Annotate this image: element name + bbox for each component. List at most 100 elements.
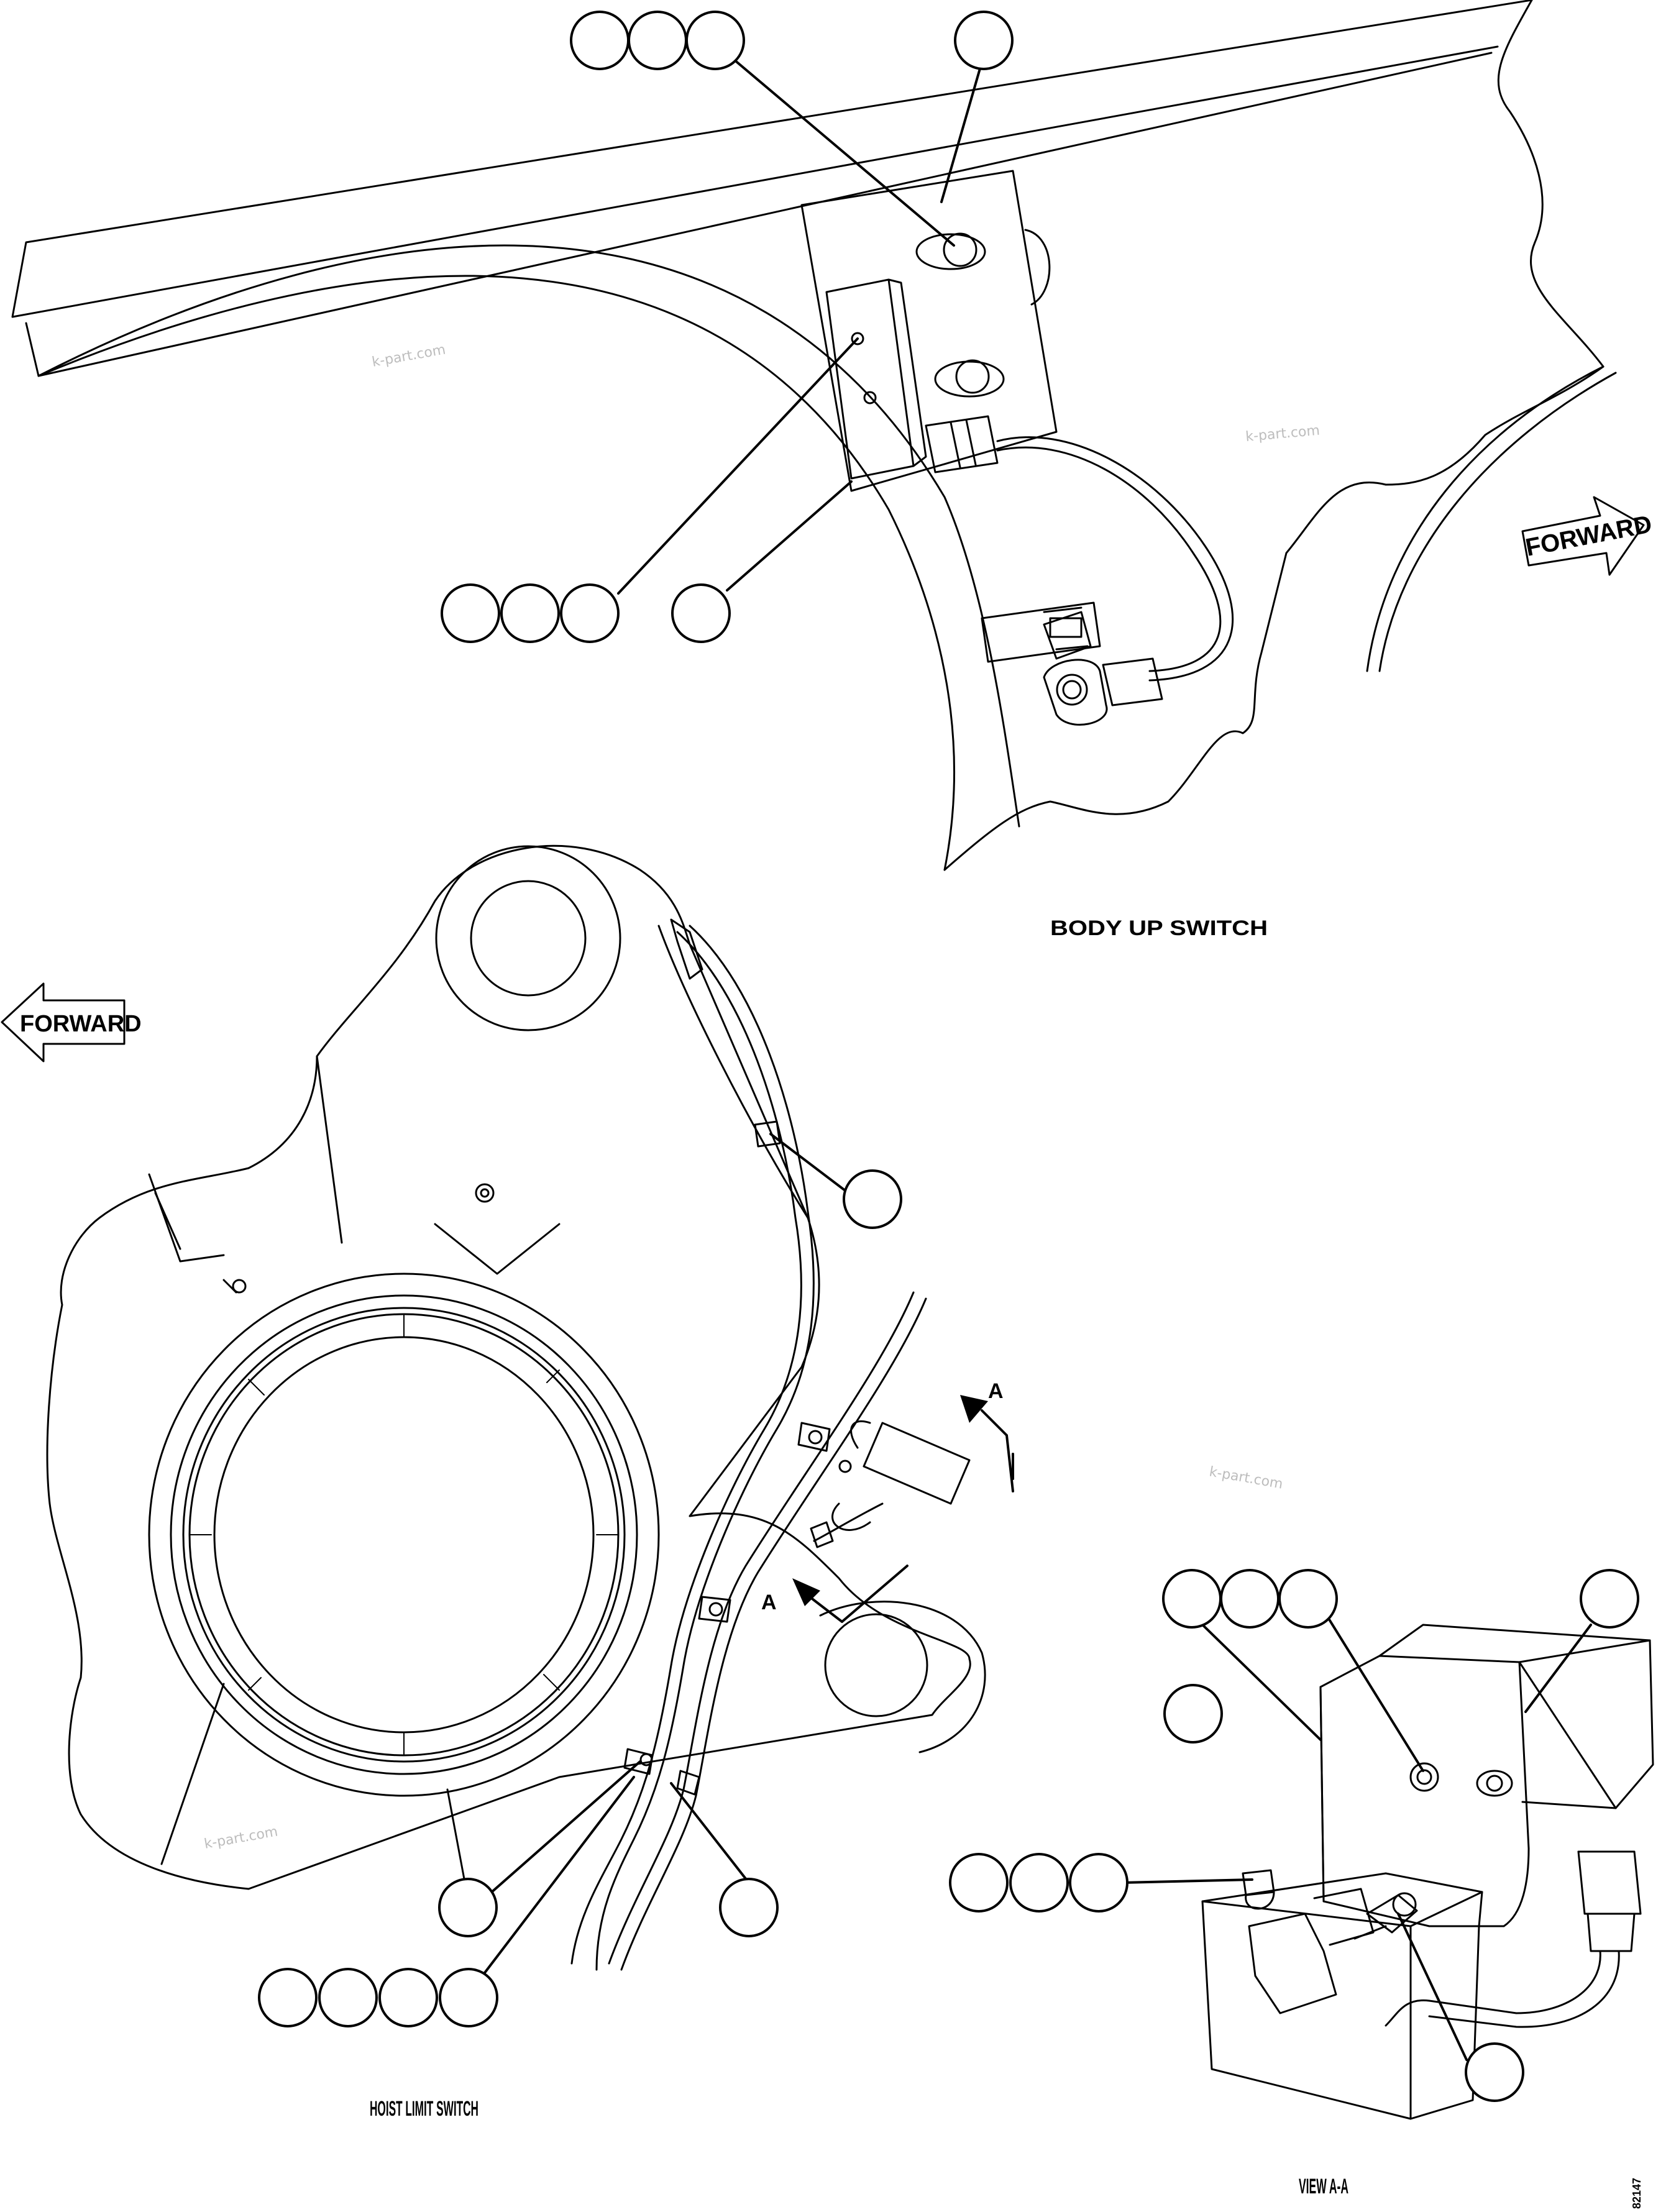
bracket-side [1024, 229, 1051, 306]
forward-arrow-right: FORWARD [1521, 496, 1654, 576]
harness-connector-top [670, 918, 703, 980]
view-aa-bracket-plate [1319, 1655, 1530, 1927]
harness-clip-3-bolt [708, 1602, 723, 1617]
view-aa-switch-box [1378, 1624, 1654, 1809]
frame-rail-lower-edge [37, 244, 1020, 828]
harness-clip-4 [623, 1748, 654, 1775]
harness-latch [1049, 617, 1083, 638]
body-up-leaders [617, 58, 983, 595]
ground-lug [1043, 659, 1108, 726]
forward-label-left: FORWARD [20, 1011, 142, 1037]
figure-id: 82147 [1631, 2178, 1643, 2209]
section-arrowhead-upper [960, 1395, 988, 1423]
view-aa-switch-box-edge [1518, 1639, 1651, 1809]
body-up-switch-view: FORWARD BODY UP SWITCH [11, 0, 1654, 940]
hoist-body-outline [46, 844, 971, 1890]
bore-ring-2 [170, 1294, 638, 1775]
view-aa-bolt-1-inner [1416, 1769, 1432, 1785]
watermark-3: k-part.com [1208, 1464, 1284, 1492]
frame-rail [11, 0, 1533, 377]
harness-wire-a [570, 931, 802, 1965]
hoist-leaders [483, 1133, 862, 1974]
harness-clip-3 [698, 1596, 731, 1623]
view-aa-bracket-fold [1319, 1686, 1325, 1903]
switch-bracket-plate [800, 170, 1058, 492]
bore-ring-outer [148, 1273, 660, 1797]
lower-pin-bore [824, 1613, 928, 1717]
switch-cable-2 [996, 446, 1222, 672]
bore-segments [189, 1314, 619, 1756]
switch-connector [925, 415, 999, 473]
grease-fitting [475, 1183, 495, 1203]
callout-hoist-quad [258, 1968, 498, 2027]
callout-view-aa-top-single [1580, 1569, 1639, 1629]
harness-clip-2-bolt [808, 1430, 823, 1445]
switch-screw-upper [851, 332, 864, 345]
harness-wire-d [620, 1297, 927, 1971]
hoist-limit-switch-view: A A FORWARD HOIST LIMIT SWITCH [1, 844, 1014, 2121]
callout-view-aa-left-triple [949, 1853, 1128, 1913]
harness-wire-b [595, 925, 815, 1971]
forward-arrow-left: FORWARD [1, 982, 142, 1063]
bore-ring-4 [188, 1313, 620, 1757]
switch-screw-lower [863, 391, 877, 404]
harness-connector [1043, 611, 1163, 706]
switch-body [825, 278, 927, 480]
harness-clip-5 [676, 1770, 700, 1796]
left-bracket [148, 1173, 237, 1294]
view-aa-caption: VIEW A-A [1299, 2175, 1348, 2198]
view-aa-lug-bolt [1392, 1892, 1417, 1917]
harness-connector-body [981, 601, 1101, 663]
callout-hoist-lower-single-left [438, 1878, 498, 1937]
body-plate-outline [943, 0, 1605, 871]
frame-rail-inner-edge [37, 275, 955, 871]
callout-view-aa-top-triple [1162, 1569, 1338, 1629]
limit-switch-body [863, 1422, 971, 1505]
ground-bolt [1056, 674, 1088, 706]
view-aa-bolt-2 [1476, 1770, 1513, 1797]
hoist-limit-switch-caption: HOIST LIMIT SWITCH [370, 2097, 478, 2121]
switch-cable [996, 436, 1234, 682]
hoist-lower-panel [160, 1223, 561, 1890]
watermark-4: k-part.com [203, 1824, 279, 1852]
view-aa-leaders [1120, 1614, 1592, 2061]
watermark-2: k-part.com [1245, 423, 1321, 445]
callout-hoist-clip-single [843, 1169, 902, 1229]
section-marker-a-lower: A [761, 1591, 777, 1614]
view-aa-cable [1385, 1950, 1601, 2027]
callout-view-aa-bottom-single [1465, 2042, 1524, 2102]
callout-hoist-lower-single-right [719, 1878, 779, 1937]
view-aa-bolt-2-inner [1486, 1775, 1503, 1792]
bracket-bolt-lower [955, 359, 990, 394]
view-aa-connector [1248, 1888, 1375, 2014]
bracket-slot-lower [934, 360, 1005, 398]
view-aa-base-top [1201, 1891, 1483, 2120]
top-pin-boss [435, 845, 621, 1031]
bracket-slot-upper [915, 233, 986, 270]
view-aa-cable-gland [1577, 1850, 1642, 1952]
grease-fitting-inner [480, 1188, 490, 1198]
ground-bolt-inner [1062, 680, 1082, 700]
callout-body-up-top-single [954, 11, 1014, 70]
limit-switch-bolt [838, 1460, 852, 1473]
section-arrow-upper [981, 1409, 1014, 1492]
callout-view-aa-mid-single [1163, 1684, 1223, 1744]
callout-body-up-lower-triple [441, 583, 620, 643]
watermark-1: k-part.com [371, 342, 447, 370]
section-arrowhead-lower [792, 1578, 820, 1606]
body-plate-inner-2 [1378, 372, 1617, 672]
callout-body-up-top-triple [570, 11, 745, 70]
section-marker-a-upper: A [988, 1379, 1004, 1403]
view-aa-base-bolt [1242, 1869, 1275, 1910]
harness-clip-4-bolt [639, 1753, 653, 1766]
top-pin-bore [470, 880, 587, 997]
body-up-switch-caption: BODY UP SWITCH [1050, 916, 1268, 940]
callout-body-up-lower-single [671, 583, 731, 643]
harness-clip-1 [754, 1120, 781, 1148]
view-aa-bolt-1 [1409, 1762, 1439, 1792]
body-plate-inner [1366, 365, 1605, 672]
view-aa-base-block [1201, 1872, 1483, 2120]
view-aa-cable-2 [1428, 1950, 1620, 2028]
lower-pin-boss [819, 1601, 986, 1753]
